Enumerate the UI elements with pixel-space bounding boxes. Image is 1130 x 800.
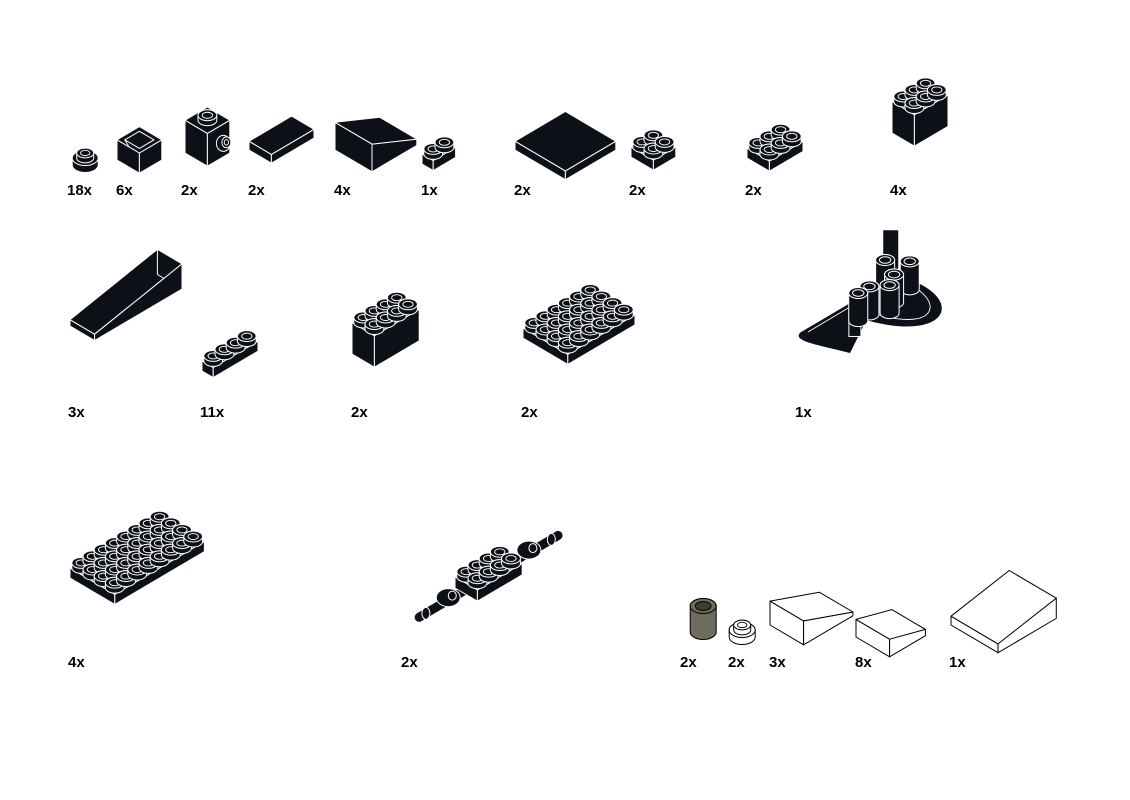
quantity-labels: 18x 6x 2x 2x 4x 1x 2x 2x 2x 4x 3x 11x 2x 2x 1x 4x 2x 2x 2x… bbox=[67, 182, 966, 671]
quantity-label: 8x bbox=[855, 654, 872, 671]
quantity-label: 4x bbox=[890, 182, 907, 199]
quantity-label: 4x bbox=[68, 654, 85, 671]
part-plate-2x3 bbox=[746, 123, 804, 172]
quantity-label: 2x bbox=[181, 182, 198, 199]
quantity-label: 2x bbox=[514, 182, 531, 199]
part-plate-2x4-with-axle-holders bbox=[413, 529, 564, 623]
part-brick-2x3 bbox=[891, 77, 949, 147]
part-curved-slope-2x2 bbox=[769, 591, 854, 646]
quantity-label: 2x bbox=[629, 182, 646, 199]
quantity-label: 1x bbox=[421, 182, 438, 199]
quantity-label: 3x bbox=[68, 404, 85, 421]
parts-layer bbox=[69, 77, 1057, 658]
part-round-plate-1x1 bbox=[728, 619, 756, 645]
quantity-label: 2x bbox=[521, 404, 538, 421]
part-brick-1x1-open bbox=[116, 126, 163, 174]
part-tile-1x2 bbox=[248, 115, 315, 164]
quantity-label: 18x bbox=[67, 182, 93, 199]
part-slope-1x4 bbox=[69, 248, 183, 341]
part-plate-2x2 bbox=[630, 129, 677, 171]
quantity-label: 2x bbox=[401, 654, 418, 671]
part-round-plate-1x1 bbox=[71, 147, 99, 173]
part-brick-2x4 bbox=[351, 291, 420, 368]
quantity-label: 2x bbox=[728, 654, 745, 671]
quantity-label: 2x bbox=[680, 654, 697, 671]
quantity-label: 3x bbox=[769, 654, 786, 671]
part-round-brick-1x1 bbox=[689, 598, 717, 640]
quantity-label: 1x bbox=[949, 654, 966, 671]
part-tile-2x2 bbox=[514, 111, 617, 181]
part-slope-2x2 bbox=[334, 116, 418, 173]
quantity-label: 1x bbox=[795, 404, 812, 421]
quantity-label: 2x bbox=[745, 182, 762, 199]
quantity-label: 2x bbox=[351, 404, 368, 421]
part-plate-4x8 bbox=[69, 510, 205, 605]
part-plate-1x2 bbox=[421, 136, 457, 172]
part-plate-1x4 bbox=[201, 330, 259, 379]
quantity-label: 2x bbox=[248, 182, 265, 199]
part-brick-1x1-side-stud bbox=[184, 106, 232, 167]
quantity-label: 6x bbox=[116, 182, 133, 199]
part-curved-slope-1x2 bbox=[855, 609, 926, 658]
part-plate-4x6 bbox=[522, 283, 636, 365]
part-half-round-wedge-plate bbox=[797, 229, 943, 355]
quantity-label: 4x bbox=[334, 182, 351, 199]
part-curved-slope-2x2-long bbox=[950, 570, 1057, 654]
quantity-label: 11x bbox=[200, 404, 225, 421]
